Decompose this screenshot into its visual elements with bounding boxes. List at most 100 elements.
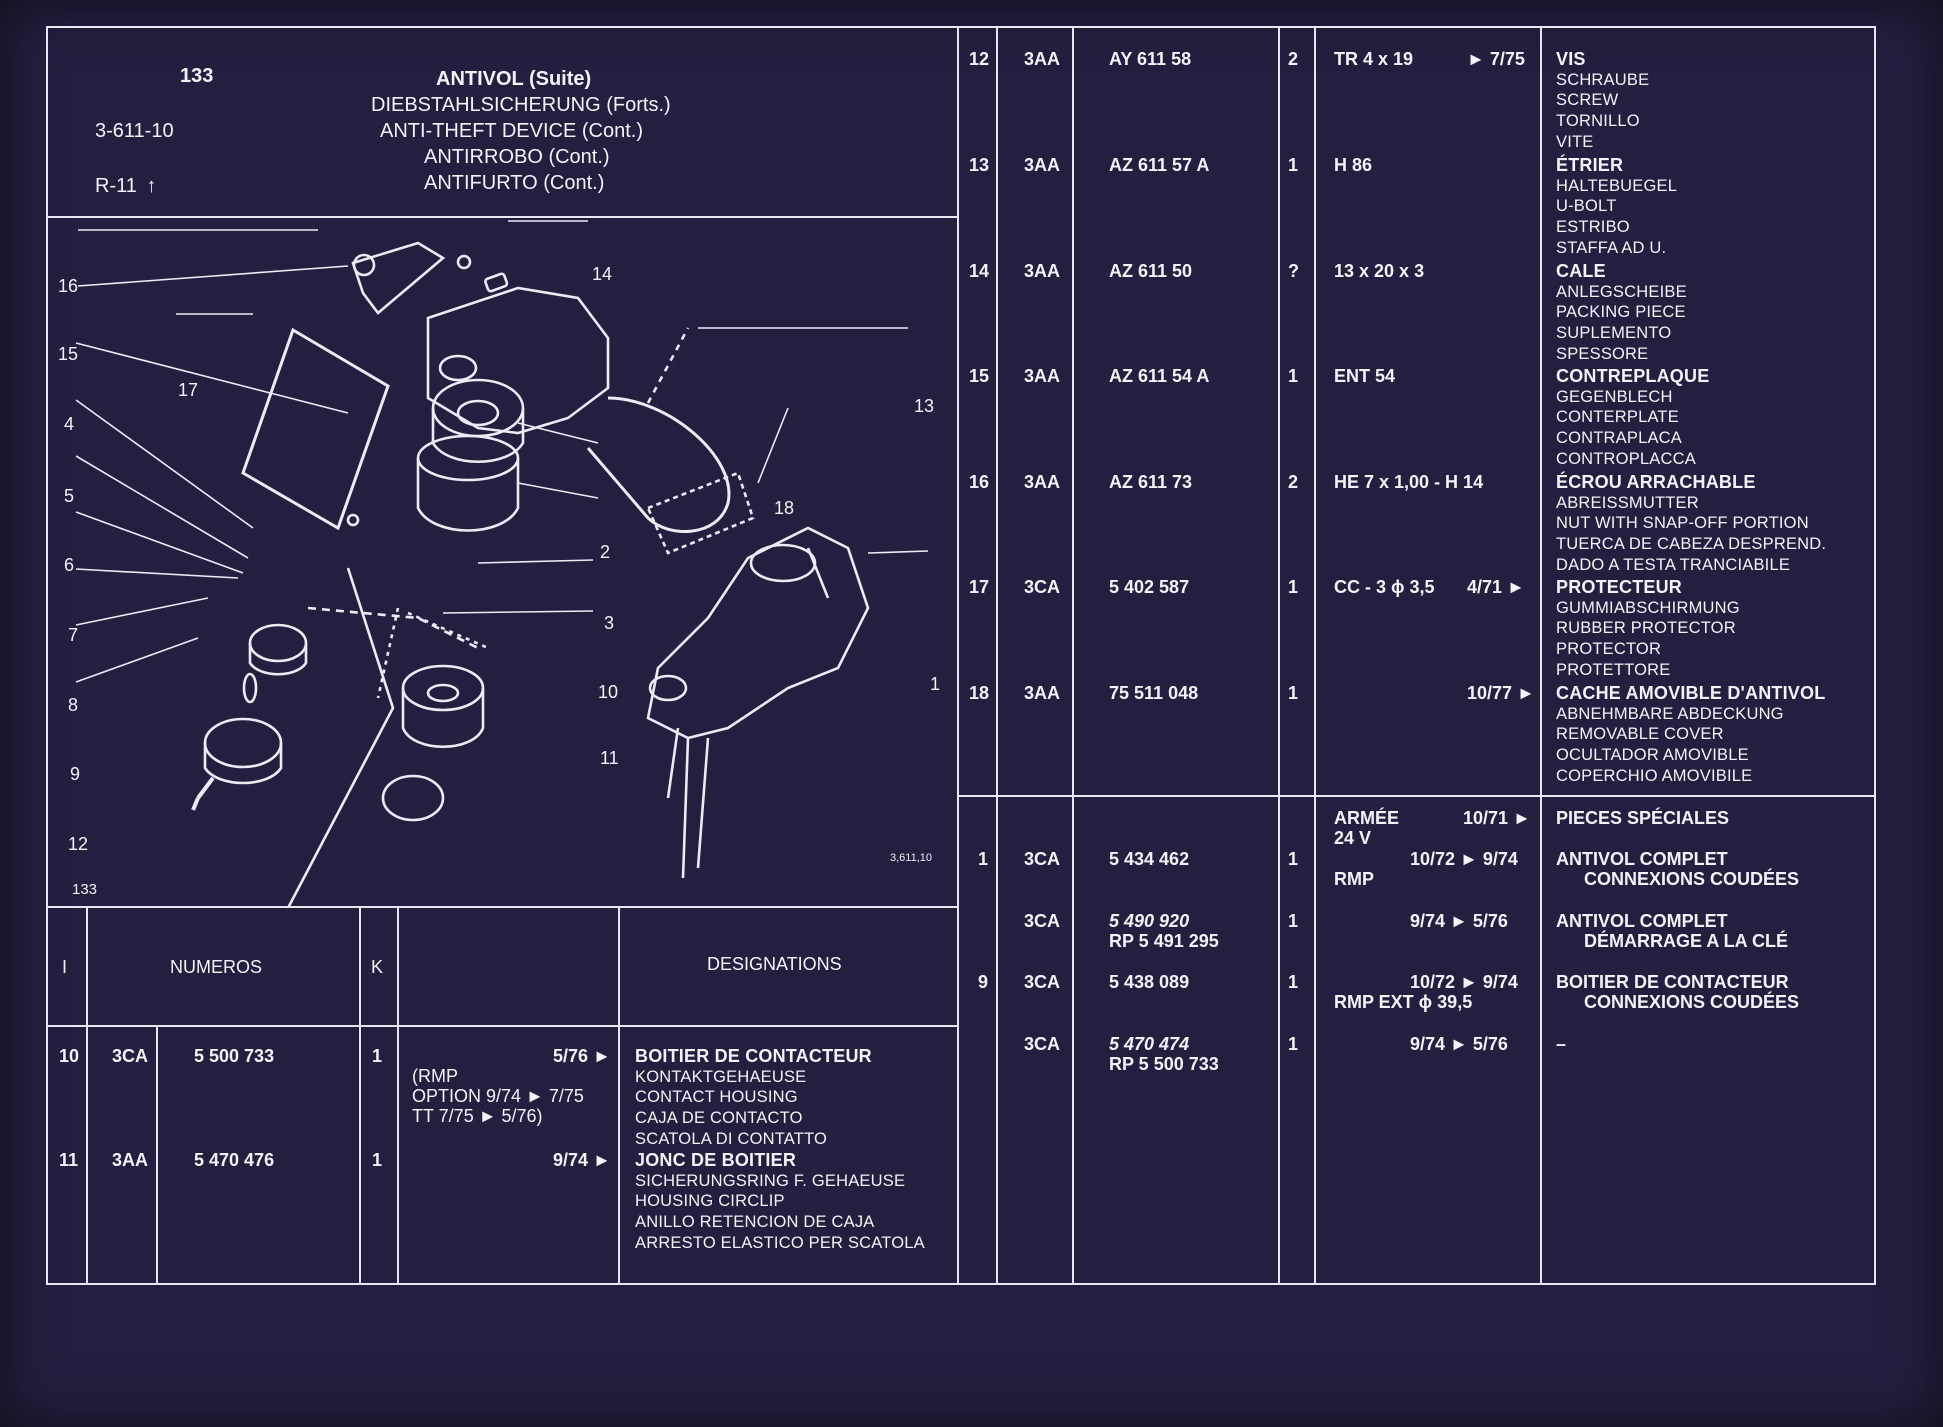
row-index: 16 bbox=[969, 472, 990, 492]
column-header-designations: DESIGNATIONS bbox=[707, 954, 842, 974]
designation-translation: REMOVABLE COVER bbox=[1556, 725, 1724, 744]
part-14-packing bbox=[484, 272, 509, 293]
callout-11: 11 bbox=[600, 748, 619, 768]
row-number: AY 611 58 bbox=[1109, 49, 1192, 69]
row-index: 18 bbox=[969, 683, 990, 703]
callout-10: 10 bbox=[598, 682, 619, 702]
callout-9: 9 bbox=[70, 764, 81, 784]
callout-8: 8 bbox=[68, 695, 79, 715]
figure-reference: 3-611-10 bbox=[95, 120, 174, 142]
designation-fr: – bbox=[1556, 1034, 1567, 1054]
armee-label: ARMÉE 24 V bbox=[1334, 808, 1399, 848]
row-prefix: 3CA bbox=[1024, 577, 1061, 597]
row-note: ENT 54 bbox=[1334, 366, 1396, 386]
designation-fr: CALE bbox=[1556, 261, 1606, 281]
designation-fr: ÉCROU ARRACHABLE bbox=[1556, 472, 1756, 492]
designation-detail: DÉMARRAGE A LA CLÉ bbox=[1584, 931, 1788, 951]
revision-label: R-11 ↑ bbox=[95, 176, 156, 196]
row-number: 5 470 476 bbox=[194, 1150, 275, 1170]
row-note: RMP EXT ϕ 39,5 bbox=[1334, 992, 1473, 1012]
row-date: 4/71 ► bbox=[1467, 577, 1525, 597]
part-11-circlip bbox=[381, 774, 445, 822]
part-3-sleeve bbox=[416, 458, 520, 532]
column-header-k: K bbox=[371, 957, 384, 977]
row-date: 10/72 ► 9/74 bbox=[1410, 972, 1518, 992]
designation-translation: ARRESTO ELASTICO PER SCATOLA bbox=[635, 1233, 925, 1252]
row-prefix: 3AA bbox=[1024, 155, 1061, 175]
designation-translation: VITE bbox=[1556, 132, 1594, 151]
designation-translation: U-BOLT bbox=[1556, 197, 1617, 216]
row-prefix: 3CA bbox=[1024, 972, 1061, 992]
row-prefix: 3AA bbox=[1024, 472, 1061, 492]
designation-fr: VIS bbox=[1556, 49, 1586, 69]
designation-translation: PROTETTORE bbox=[1556, 660, 1671, 679]
row-index: 11 bbox=[59, 1150, 79, 1170]
callout-14: 14 bbox=[592, 264, 613, 284]
designation-fr: PROTECTEUR bbox=[1556, 577, 1683, 597]
callout-2: 2 bbox=[600, 542, 611, 562]
designation-translation: GEGENBLECH bbox=[1556, 387, 1673, 406]
row-prefix: 3CA bbox=[1024, 1034, 1061, 1054]
row-index: 9 bbox=[978, 972, 989, 992]
leader-15 bbox=[77, 265, 349, 287]
row-qty: 1 bbox=[372, 1046, 383, 1066]
row-prefix: 3AA bbox=[112, 1150, 149, 1170]
row-date: 9/74 ► 5/76 bbox=[1410, 1034, 1508, 1054]
row-number: RP 5 491 295 bbox=[1109, 931, 1219, 951]
designation-translation: DADO A TESTA TRANCIABILE bbox=[1556, 555, 1791, 574]
callout-7: 7 bbox=[68, 625, 79, 645]
part-10-barrel bbox=[401, 688, 485, 748]
header-divider bbox=[46, 216, 959, 218]
designation-translation: PROTECTOR bbox=[1556, 640, 1662, 659]
leader-8 bbox=[75, 568, 239, 579]
designation-translation: SPESSORE bbox=[1556, 344, 1649, 363]
designation-fr: CACHE AMOVIBLE D'ANTIVOL bbox=[1556, 683, 1826, 703]
figure-page: 133 bbox=[72, 881, 98, 898]
col-k-rule bbox=[397, 906, 399, 1285]
callout-6: 6 bbox=[64, 555, 75, 575]
row-index: 10 bbox=[59, 1046, 80, 1066]
row-note: OPTION 9/74 ► 7/75 bbox=[412, 1086, 584, 1106]
designation-translation: TORNILLO bbox=[1556, 112, 1640, 131]
part-main-housing bbox=[426, 286, 610, 435]
column-header-numeros: NUMEROS bbox=[170, 957, 263, 977]
row-prefix: 3CA bbox=[1024, 911, 1061, 931]
row-date: 9/74 ► 5/76 bbox=[1410, 911, 1508, 931]
designation-fr: ÉTRIER bbox=[1556, 155, 1624, 175]
designation-translation: CONTROPLACCA bbox=[1556, 449, 1696, 468]
designation-translation: SICHERUNGSRING F. GEHAEUSE bbox=[635, 1171, 906, 1190]
callout-12: 12 bbox=[68, 834, 89, 854]
designation-translation: CONTRAPLACA bbox=[1556, 429, 1682, 448]
right-col-note-rule bbox=[1540, 26, 1542, 1285]
row-note: CC - 3 ϕ 3,5 bbox=[1334, 577, 1435, 597]
designation-translation: NUT WITH SNAP-OFF PORTION bbox=[1556, 514, 1809, 533]
leader-18 bbox=[757, 407, 789, 484]
row-number: 5 470 474 bbox=[1109, 1034, 1190, 1054]
armee-date: 10/71 ► bbox=[1463, 808, 1531, 828]
designation-translation: SCHRAUBE bbox=[1556, 70, 1650, 89]
leader-6 bbox=[75, 455, 249, 559]
designation-translation: OCULTADOR AMOVIBLE bbox=[1556, 746, 1749, 765]
callout-13: 13 bbox=[914, 396, 935, 416]
designation-detail: CONNEXIONS COUDÉES bbox=[1584, 869, 1800, 889]
row-number: 5 490 920 bbox=[1109, 911, 1190, 931]
row-index: 1 bbox=[978, 849, 989, 869]
leader-10 bbox=[477, 559, 594, 564]
row-qty: 2 bbox=[1288, 472, 1299, 492]
designation-fr: ANTIVOL COMPLET bbox=[1556, 911, 1728, 931]
designation-translation: HOUSING CIRCLIP bbox=[635, 1192, 785, 1211]
special-parts-rule bbox=[957, 795, 1876, 797]
title-it: ANTIFURTO (Cont.) bbox=[424, 172, 605, 194]
row-number: 5 402 587 bbox=[1109, 577, 1190, 597]
designation-translation: STAFFA AD U. bbox=[1556, 238, 1667, 257]
designation-translation: ANILLO RETENCION DE CAJA bbox=[635, 1213, 875, 1232]
right-col-num-rule bbox=[1278, 26, 1280, 1285]
